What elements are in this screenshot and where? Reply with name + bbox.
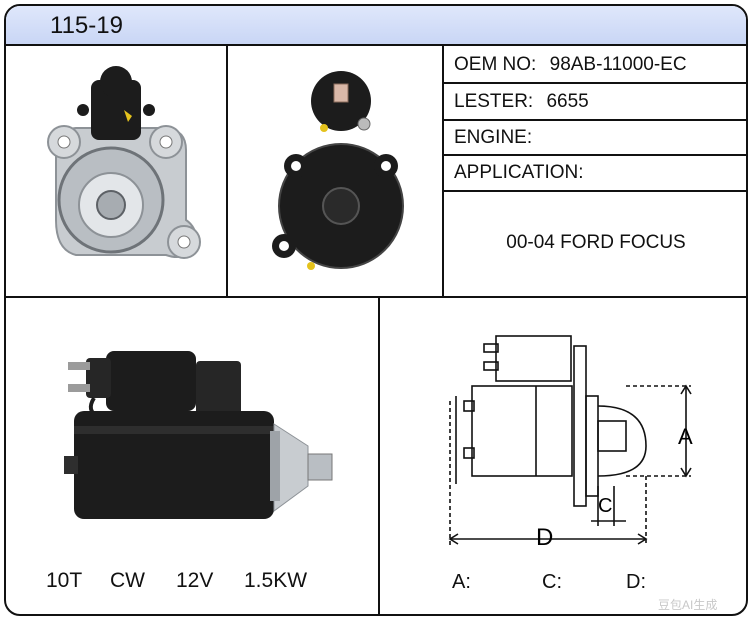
power-rating: 1.5KW [244,569,308,592]
divider [6,296,746,298]
divider [378,296,380,614]
application-row: APPLICATION: [454,162,584,184]
dimension-a-label: A: [452,571,471,593]
header-bar: 115-19 [6,6,746,46]
starter-front-view-image [47,66,201,259]
dimension-c-label: C: [542,571,562,593]
divider [442,44,444,296]
oem-row: OEM NO: 98AB-11000-EC [454,54,687,76]
lester-row: LESTER: 6655 [454,91,589,113]
application-value: 00-04 FORD FOCUS [506,232,686,253]
dimension-d-marker: D [536,524,554,551]
divider [442,154,746,156]
part-number-title: 115-19 [50,12,123,39]
dimension-a-marker: A [678,424,693,449]
oem-label: OEM NO: [454,54,537,75]
dimension-diagram [448,335,692,546]
divider [442,119,746,121]
oem-value: 98AB-11000-EC [549,54,687,75]
application-label: APPLICATION: [454,162,584,183]
engine-label: ENGINE: [454,127,533,148]
starter-side-view-image [64,351,333,519]
dimension-d-label: D: [626,571,646,593]
divider [442,190,746,192]
engine-row: ENGINE: [454,127,545,149]
lester-label: LESTER: [454,91,534,112]
teeth-rating: 10T [46,569,83,592]
dimension-c-marker: C [598,495,613,517]
lester-value: 6655 [546,91,589,112]
voltage-rating: 12V [176,569,214,592]
divider [442,82,746,84]
starter-rear-view-image [272,71,404,270]
product-spec-sheet: 115-19 OEM NO: 98AB-11000-EC LESTER: 665… [4,4,748,616]
rotation-rating: CW [110,569,145,592]
watermark: 豆包AI生成 [658,598,718,612]
divider [226,44,228,296]
